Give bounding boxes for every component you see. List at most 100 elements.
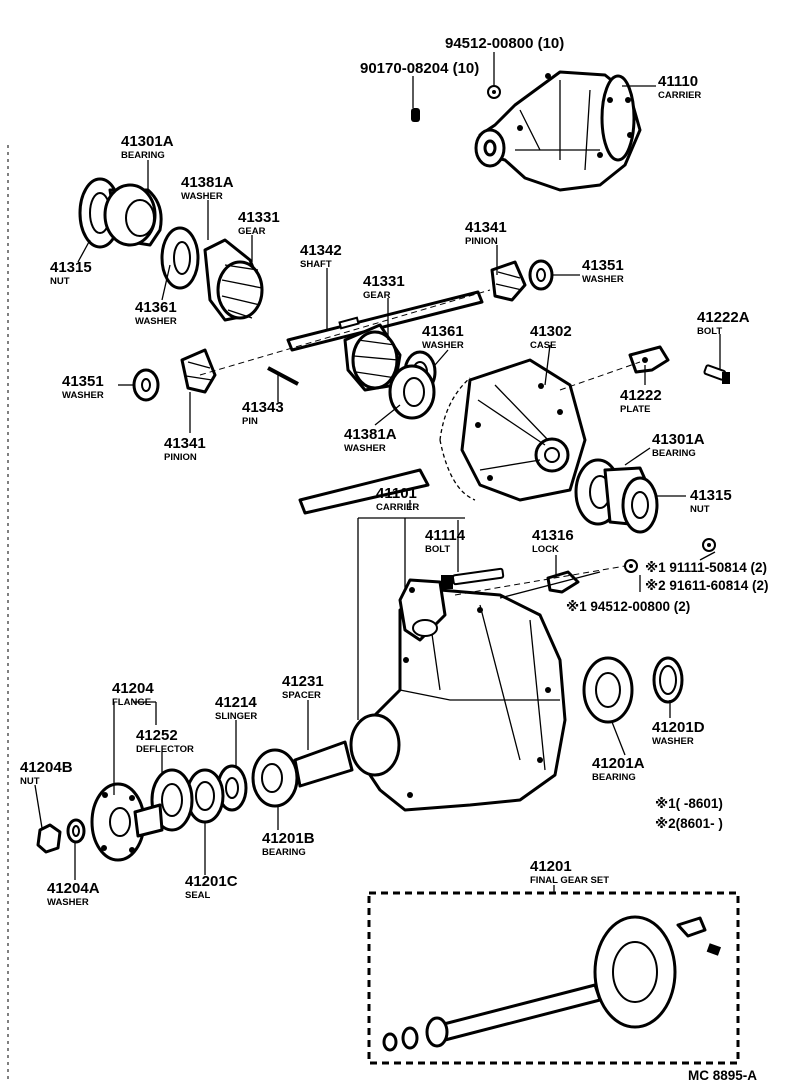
part-drawings <box>7 70 740 1080</box>
gear-41331-middle-drawing <box>343 323 402 392</box>
label-41201b: 41201B <box>262 830 315 847</box>
label-41201d: 41201D <box>652 719 705 736</box>
label-41301a-right: 41301A <box>652 431 705 448</box>
bolt-41222a-drawing <box>703 364 730 384</box>
label-41341-upper-name: PINION <box>465 236 498 247</box>
label-41204: 41204 <box>112 680 154 697</box>
label-41101: 41101 <box>376 485 417 502</box>
label-41201: 41201 <box>530 858 572 875</box>
label-41361-upper: 41361 <box>135 299 177 316</box>
label-41315-right-name: NUT <box>690 504 710 515</box>
label-41381a-middle: 41381A <box>344 426 397 443</box>
label-94512-00800: 94512-00800 (10) <box>445 35 564 52</box>
label-41331-middle-name: GEAR <box>363 290 391 301</box>
spacer-41231-drawing <box>293 740 354 788</box>
bolt-41114-drawing <box>441 567 505 589</box>
bearing-41201b-drawing <box>251 748 299 808</box>
label-41351-upper: 41351 <box>582 257 624 274</box>
label-41316: 41316 <box>532 527 574 544</box>
label-41302-name: CASE <box>530 340 556 351</box>
label-41201-name: FINAL GEAR SET <box>530 875 609 886</box>
label-41101-name: CARRIER <box>376 502 419 513</box>
label-41204-name: FLANGE <box>112 697 151 708</box>
label-41110: 41110 <box>658 73 698 90</box>
label-41204b: 41204B <box>20 759 73 776</box>
footnote-1: ※1( -8601) <box>655 796 723 811</box>
flange-41204-drawing <box>90 782 164 862</box>
label-41361-middle-name: WASHER <box>422 340 464 351</box>
label-41351-left: 41351 <box>62 373 104 390</box>
nut-41204b-drawing <box>36 823 62 854</box>
final-gear-set-box <box>367 891 740 1065</box>
label-41204b-name: NUT <box>20 776 40 787</box>
label-41381a-upper: 41381A <box>181 174 234 191</box>
label-41201c-name: SEAL <box>185 890 211 901</box>
part-labels: 94512-00800 (10) 90170-08204 (10) 41110 … <box>20 35 768 1083</box>
bolt-90170-drawing <box>411 108 420 122</box>
label-41331-upper-name: GEAR <box>238 226 266 237</box>
label-41201a-name: BEARING <box>592 772 636 783</box>
label-41381a-upper-name: WASHER <box>181 191 223 202</box>
label-41315-right: 41315 <box>690 487 732 504</box>
label-41201d-name: WASHER <box>652 736 694 747</box>
label-41341-left-name: PINION <box>164 452 197 463</box>
bearing-41301a-upper-drawing <box>78 177 163 249</box>
label-41201a: 41201A <box>592 755 645 772</box>
label-41342: 41342 <box>300 242 342 259</box>
label-41301a-upper-name: BEARING <box>121 150 165 161</box>
leader-lines <box>34 52 721 893</box>
label-41201c: 41201C <box>185 873 238 890</box>
label-41302: 41302 <box>530 323 572 340</box>
label-41315-upper: 41315 <box>50 259 92 276</box>
ring-gear-drawing <box>439 377 476 501</box>
label-41341-upper: 41341 <box>465 219 507 236</box>
alt-part-line1: ※1 91111-50814 (2) <box>645 560 767 575</box>
label-41351-left-name: WASHER <box>62 390 104 401</box>
label-41341-left: 41341 <box>164 435 206 452</box>
gear-41331-upper-drawing <box>203 238 264 322</box>
alt-part-line3: ※1 94512-00800 (2) <box>566 599 690 614</box>
label-41331-upper: 41331 <box>238 209 280 226</box>
label-41222: 41222 <box>620 387 662 404</box>
label-41381a-middle-name: WASHER <box>344 443 386 454</box>
carrier-41101-drawing <box>349 578 567 812</box>
label-41351-upper-name: WASHER <box>582 274 624 285</box>
footnote-2: ※2(8601- ) <box>655 816 723 831</box>
label-41222a: 41222A <box>697 309 750 326</box>
label-41214-name: SLINGER <box>215 711 257 722</box>
label-41114-name: BOLT <box>425 544 450 555</box>
label-41222-name: PLATE <box>620 404 650 415</box>
plate-41222-drawing <box>628 345 670 374</box>
bearing-41201a-drawing <box>582 656 634 724</box>
label-90170-08204: 90170-08204 (10) <box>360 60 479 77</box>
label-41204a-name: WASHER <box>47 897 89 908</box>
label-41361-middle: 41361 <box>422 323 464 340</box>
drive-pinion-shaft-drawing <box>298 468 430 515</box>
label-41315-upper-name: NUT <box>50 276 70 287</box>
case-41302-drawing <box>460 358 587 502</box>
pinion-41341-upper-drawing <box>490 260 527 302</box>
pin-41343-drawing <box>267 366 299 386</box>
alt-part-line2: ※2 91611-60814 (2) <box>645 578 768 593</box>
label-41331-middle: 41331 <box>363 273 405 290</box>
label-41343-name: PIN <box>242 416 258 427</box>
carrier-41110-drawing <box>474 70 642 192</box>
label-41201b-name: BEARING <box>262 847 306 858</box>
label-41231-name: SPACER <box>282 690 321 701</box>
label-41342-name: SHAFT <box>300 259 332 270</box>
pinion-41341-left-drawing <box>180 348 217 394</box>
label-41252-name: DEFLECTOR <box>136 744 194 755</box>
label-41214: 41214 <box>215 694 257 711</box>
label-41316-name: LOCK <box>532 544 559 555</box>
label-41361-upper-name: WASHER <box>135 316 177 327</box>
label-41110-name: CARRIER <box>658 90 701 101</box>
final-gear-set-drawing <box>382 915 722 1052</box>
label-41252: 41252 <box>136 727 178 744</box>
diagram-code: MC 8895-A <box>688 1068 757 1083</box>
label-41114: 41114 <box>425 527 466 544</box>
label-41231: 41231 <box>282 673 324 690</box>
label-41222a-name: BOLT <box>697 326 722 337</box>
label-41343: 41343 <box>242 399 284 416</box>
label-41301a-upper: 41301A <box>121 133 174 150</box>
